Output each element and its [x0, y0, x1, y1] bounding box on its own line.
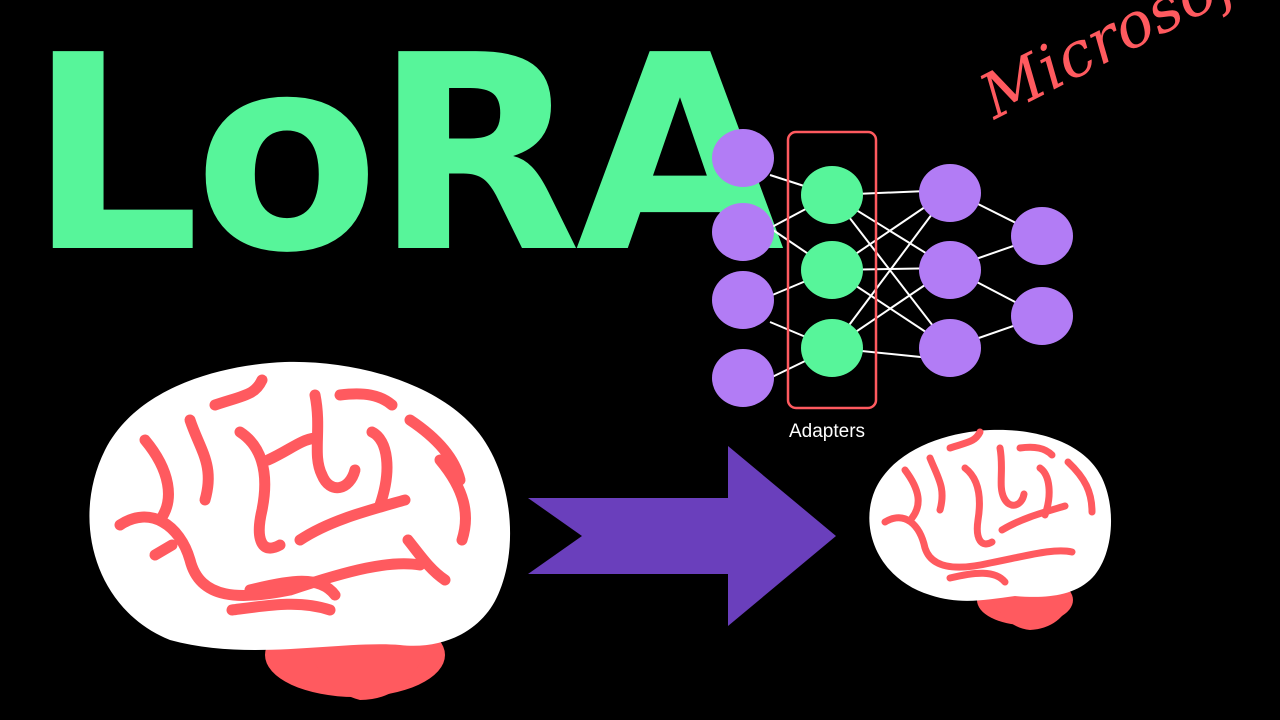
adapter-box: [786, 130, 878, 410]
brain-fold: [234, 426, 286, 554]
lora-title: LoRA: [28, 0, 784, 312]
brain-fold: [946, 428, 984, 452]
edge: [831, 189, 951, 349]
brain-fold: [334, 388, 398, 411]
output-layer: [1011, 207, 1073, 345]
brain-fold: [881, 514, 1076, 571]
brain-fold: [404, 414, 466, 486]
brain-fold: [901, 466, 922, 522]
adapter-node: [801, 166, 863, 224]
input-layer: [712, 129, 774, 407]
brain-fold: [366, 426, 393, 511]
brain-fold: [149, 539, 178, 561]
brain-fold: [946, 569, 1009, 586]
brain-fold: [402, 534, 451, 586]
brain-fold: [294, 494, 411, 546]
brain-fold: [184, 414, 214, 506]
hidden-node: [919, 319, 981, 377]
arrow-icon: [528, 446, 836, 626]
brain-fold: [114, 511, 426, 602]
small-brain-folds: [881, 428, 1096, 586]
adapter-node: [801, 241, 863, 299]
small-brain-stem: [990, 595, 1072, 630]
brain-fold: [139, 434, 174, 526]
brain-fold: [262, 432, 321, 466]
brain-fold: [998, 502, 1069, 534]
input-node: [712, 203, 774, 261]
input-node: [712, 129, 774, 187]
hidden-node: [919, 164, 981, 222]
brain-fold: [309, 389, 361, 493]
hidden-layer: [919, 164, 981, 377]
hidden-node: [919, 241, 981, 299]
output-node: [1011, 207, 1073, 265]
large-brain-icon: [89, 361, 511, 700]
adapters-label: Adapters: [789, 421, 866, 442]
brain-fold: [926, 454, 946, 514]
brain-fold: [961, 464, 996, 548]
output-node: [1011, 287, 1073, 345]
neural-network-diagram: [712, 129, 1073, 410]
brain-fold: [244, 575, 341, 601]
large-brain-folds: [114, 374, 471, 616]
small-brain-icon: [869, 428, 1112, 630]
brain-fold: [1016, 443, 1056, 459]
brain-fold: [434, 454, 471, 546]
brain-fold: [996, 444, 1028, 509]
brain-fold: [1064, 458, 1096, 516]
edge: [831, 194, 951, 349]
large-brain-stem: [300, 630, 430, 700]
adapter-node: [801, 319, 863, 377]
adapter-layer: [801, 166, 863, 377]
input-node: [712, 349, 774, 407]
brain-fold: [209, 374, 268, 411]
brain-fold: [226, 598, 336, 616]
input-node: [712, 271, 774, 329]
